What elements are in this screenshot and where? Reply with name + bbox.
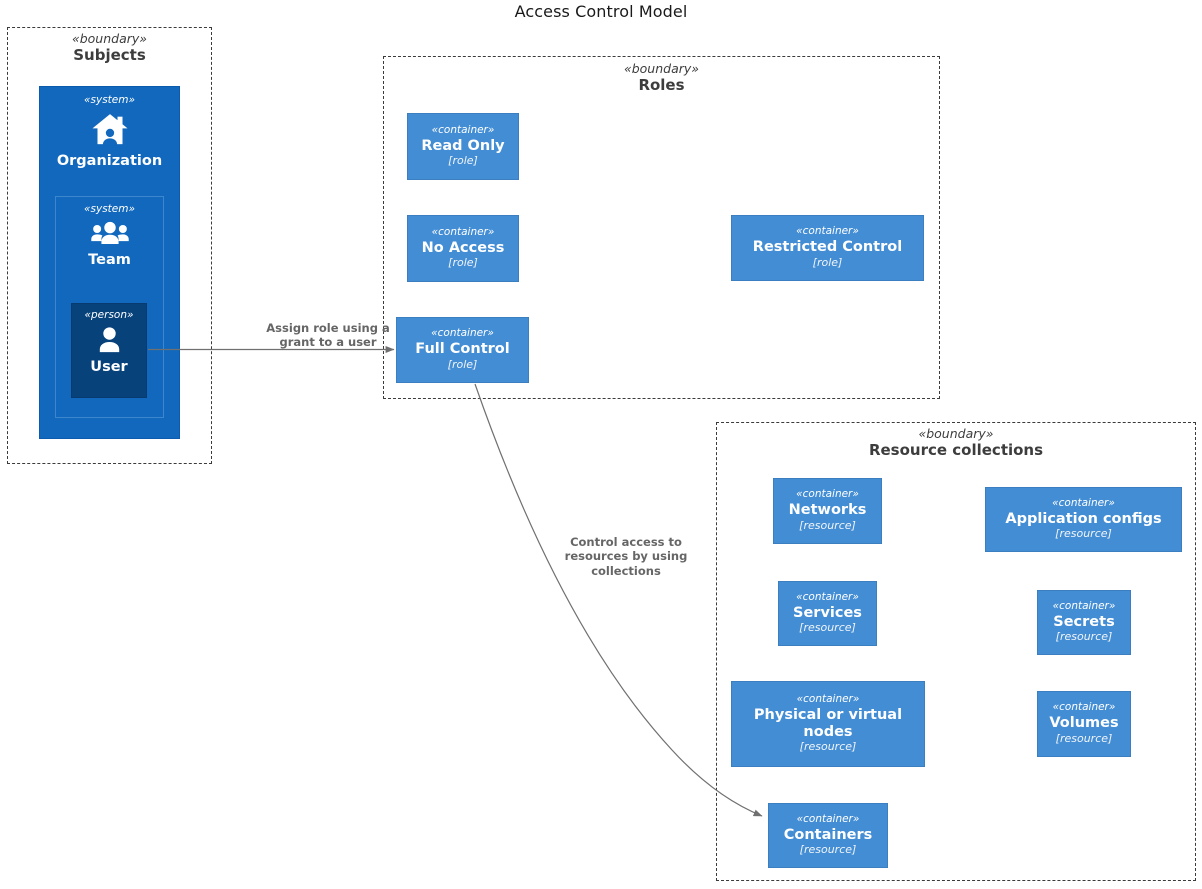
node-physical-or-virtual-nodes-tech: [resource] (799, 740, 857, 754)
node-application-configs-label: Application configs (1005, 510, 1162, 527)
node-networks-tech: [resource] (799, 518, 856, 532)
node-services-stereotype: «container» (796, 590, 859, 603)
team-people-icon (90, 219, 130, 249)
node-containers-label: Containers (783, 826, 873, 843)
node-no-access-label: No Access (421, 239, 505, 256)
node-restricted-control-tech: [role] (812, 255, 843, 269)
node-read-only[interactable]: «container» Read Only [role] (407, 113, 519, 180)
node-restricted-control-stereotype: «container» (796, 225, 859, 238)
boundary-resource-collections-header: «boundary» Resource collections (717, 426, 1195, 459)
node-full-control[interactable]: «container» Full Control [role] (396, 317, 529, 383)
node-secrets-stereotype: «container» (1052, 599, 1116, 612)
node-organization-stereotype: «system» (84, 94, 135, 106)
organization-house-icon (90, 110, 130, 150)
node-volumes[interactable]: «container» Volumes [resource] (1037, 691, 1131, 757)
node-volumes-label: Volumes (1049, 715, 1119, 732)
boundary-resource-collections-stereotype: «boundary» (918, 426, 994, 441)
node-restricted-control[interactable]: «container» Restricted Control [role] (731, 215, 924, 281)
node-read-only-stereotype: «container» (431, 123, 495, 136)
node-services-label: Services (793, 604, 862, 621)
node-containers-stereotype: «container» (796, 812, 860, 825)
node-physical-or-virtual-nodes-stereotype: «container» (796, 693, 860, 706)
node-read-only-label: Read Only (421, 137, 505, 154)
node-physical-or-virtual-nodes[interactable]: «container» Physical or virtual nodes [r… (731, 681, 925, 767)
node-application-configs-tech: [resource] (1055, 527, 1112, 541)
node-restricted-control-label: Restricted Control (752, 239, 903, 256)
node-services-tech: [resource] (799, 621, 856, 635)
node-no-access[interactable]: «container» No Access [role] (407, 215, 519, 282)
node-team-label: Team (88, 251, 131, 268)
node-containers[interactable]: «container» Containers [resource] (768, 803, 888, 868)
node-full-control-label: Full Control (415, 341, 510, 358)
boundary-roles-header: «boundary» Roles (384, 61, 939, 94)
boundary-roles-label: Roles (638, 75, 685, 94)
node-team-stereotype: «system» (84, 203, 135, 215)
node-services[interactable]: «container» Services [resource] (778, 581, 877, 646)
node-containers-tech: [resource] (799, 843, 857, 857)
node-application-configs[interactable]: «container» Application configs [resourc… (985, 487, 1182, 552)
node-networks[interactable]: «container» Networks [resource] (773, 478, 882, 544)
page-title: Access Control Model (514, 2, 688, 21)
node-full-control-tech: [role] (447, 357, 478, 371)
boundary-resource-collections-label: Resource collections (868, 440, 1044, 459)
node-no-access-tech: [role] (448, 256, 478, 270)
node-networks-label: Networks (788, 502, 867, 519)
boundary-roles-stereotype: «boundary» (624, 61, 699, 76)
node-full-control-stereotype: «container» (431, 327, 494, 340)
node-secrets-tech: [resource] (1055, 630, 1113, 644)
boundary-subjects-stereotype: «boundary» (72, 31, 147, 46)
edge-control-access-label: Control access to resources by using col… (564, 535, 688, 578)
node-volumes-tech: [resource] (1055, 731, 1113, 745)
node-secrets[interactable]: «container» Secrets [resource] (1037, 590, 1131, 655)
node-volumes-stereotype: «container» (1052, 701, 1116, 714)
node-secrets-label: Secrets (1053, 613, 1115, 630)
node-read-only-tech: [role] (448, 154, 478, 168)
node-networks-stereotype: «container» (796, 488, 859, 501)
node-user-stereotype: «person» (84, 309, 134, 321)
person-icon (94, 325, 125, 356)
edge-assign-role-label: Assign role using a grant to a user (266, 321, 390, 350)
node-organization-label: Organization (56, 152, 163, 169)
node-physical-or-virtual-nodes-label: Physical or virtual nodes (753, 707, 903, 740)
boundary-subjects-label: Subjects (73, 45, 146, 64)
node-no-access-stereotype: «container» (431, 225, 495, 238)
node-application-configs-stereotype: «container» (1052, 496, 1115, 509)
node-team[interactable]: «system» Team (55, 196, 164, 418)
boundary-subjects-header: «boundary» Subjects (8, 31, 211, 64)
node-user-label: User (90, 358, 128, 375)
node-user[interactable]: «person» User (71, 303, 147, 398)
